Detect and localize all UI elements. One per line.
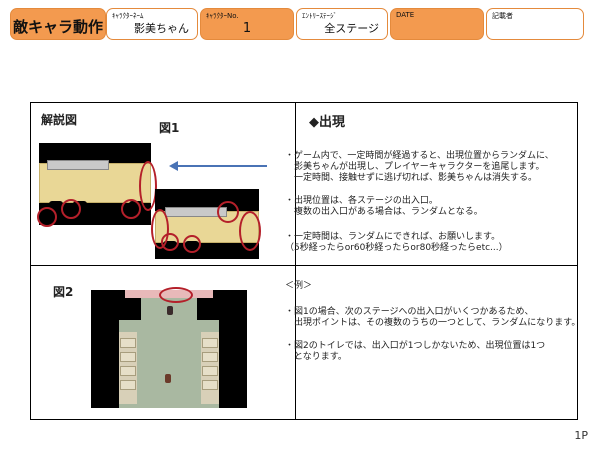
toilet-map xyxy=(91,290,247,408)
page-number: 1P xyxy=(574,429,588,442)
spawn-circle xyxy=(217,201,239,223)
appear-line: ・一定時間は、ランダムにできれば、お願いします。 xyxy=(285,232,501,242)
entry-stage-value: 全ステージ xyxy=(324,22,379,35)
spawn-circle xyxy=(61,199,81,219)
page-title: 敵キャラ動作 xyxy=(12,18,103,36)
frame-divider-horizontal xyxy=(31,265,577,266)
example-line: ・図1の場合、次のステージへの出入口がいくつかあるため、 xyxy=(285,307,534,317)
character-no-value: 1 xyxy=(242,21,252,36)
stall-tile xyxy=(120,366,136,376)
enemy-sprite xyxy=(167,306,173,315)
diagram-label: 解説図 xyxy=(41,113,78,127)
figure2-label: 図2 xyxy=(53,285,74,299)
arrow-line xyxy=(177,165,267,167)
spawn-circle xyxy=(37,207,57,227)
player-sprite xyxy=(165,374,171,383)
entry-stage-box: ｴﾝﾄﾘｰｽﾃｰｼﾞ 全ステージ xyxy=(296,8,388,40)
appear-heading: ◆出現 xyxy=(309,115,345,130)
appear-line: （5秒経ったらor60秒経ったらor80秒経ったらetc...） xyxy=(285,243,508,253)
spawn-circle xyxy=(239,211,261,251)
map-a-exit xyxy=(49,201,63,210)
stall-tile xyxy=(202,380,218,390)
entry-stage-label: ｴﾝﾄﾘｰｽﾃｰｼﾞ xyxy=(302,12,337,20)
title-box: 敵キャラ動作 xyxy=(10,8,106,40)
stage-map-a xyxy=(39,143,151,225)
map-a-counter xyxy=(47,160,109,170)
appear-line: 複数の出入口がある場合は、ランダムとなる。 xyxy=(285,207,483,217)
spawn-circle xyxy=(121,199,141,219)
spawn-circle xyxy=(159,287,193,303)
author-label: 記載者 xyxy=(492,12,513,20)
stall-tile xyxy=(202,338,218,348)
stall-tile xyxy=(202,352,218,362)
appear-line: 影美ちゃんが出現し、プレイヤーキャラクターを追尾します。 xyxy=(285,162,545,172)
stall-tile xyxy=(120,380,136,390)
spawn-circle xyxy=(139,161,157,211)
date-box: DATE xyxy=(390,8,484,40)
character-no-label: ｷｬﾗｸﾀｰNo. xyxy=(206,12,239,20)
appear-line: ・出現位置は、各ステージの出入口。 xyxy=(285,196,438,206)
stall-tile xyxy=(202,366,218,376)
appear-line: 一定時間、接触せずに逃げ切れば、影美ちゃんは消失する。 xyxy=(285,173,538,183)
date-label: DATE xyxy=(396,11,415,19)
stall-tile xyxy=(120,352,136,362)
example-line: 出現ポイントは、その複数のうちの一つとして、ランダムになります。 xyxy=(285,318,581,328)
character-name-label: ｷｬﾗｸﾀｰﾈｰﾑ xyxy=(112,12,144,20)
appear-line: ・ゲーム内で、一定時間が経過すると、出現位置からランダムに、 xyxy=(285,151,554,161)
frame-divider-vertical xyxy=(295,103,296,419)
arrow-left-icon xyxy=(169,161,178,171)
character-no-box: ｷｬﾗｸﾀｰNo. 1 xyxy=(200,8,294,40)
spawn-circle xyxy=(183,235,201,253)
figure1-label: 図1 xyxy=(159,121,180,135)
character-name-box: ｷｬﾗｸﾀｰﾈｰﾑ 影美ちゃん xyxy=(106,8,198,40)
example-line: ・図2のトイレでは、出入口が1つしかないため、出現位置は1つ xyxy=(285,341,546,351)
content-frame: 解説図 図1 ◆出現 ・ゲーム内で、一定時間が経過すると、出現位置からランダムに… xyxy=(30,102,581,420)
spawn-circle xyxy=(151,209,169,249)
author-box: 記載者 xyxy=(486,8,584,40)
character-name-value: 影美ちゃん xyxy=(134,22,189,35)
example-line: となります。 xyxy=(285,352,347,362)
spawn-circle xyxy=(161,233,179,251)
stall-tile xyxy=(120,338,136,348)
example-heading: ＜例＞ xyxy=(285,281,313,291)
